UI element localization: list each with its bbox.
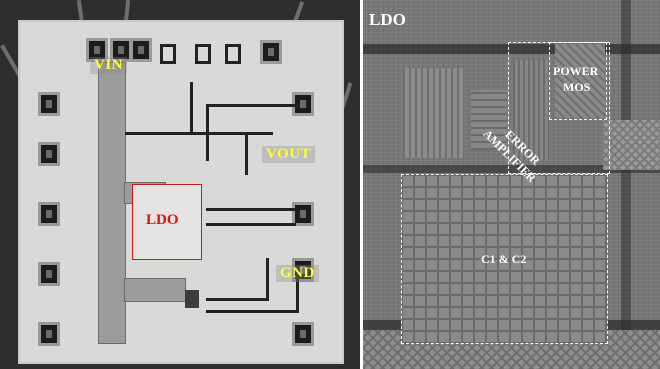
panel-title: LDO bbox=[369, 10, 406, 29]
die-micrograph: LDO POWER MOS ERROR AMPLIFIER C1 & C2 bbox=[363, 0, 660, 369]
ldo-region-box bbox=[132, 184, 202, 260]
caps-label: C1 & C2 bbox=[481, 252, 527, 266]
gnd-label: GND bbox=[276, 265, 319, 282]
metal-trace bbox=[206, 258, 269, 301]
crosshatch-region bbox=[603, 120, 660, 170]
bond-pad bbox=[38, 92, 60, 116]
error-amplifier-circuit bbox=[513, 60, 549, 160]
metal-bus bbox=[98, 62, 126, 344]
bond-pad bbox=[292, 322, 314, 346]
bond-pad bbox=[292, 92, 314, 116]
bond-pad bbox=[86, 38, 108, 62]
caps-box bbox=[401, 174, 608, 344]
metal-trace bbox=[206, 266, 299, 313]
bond-pad bbox=[260, 40, 282, 64]
power-mos-label-line2: MOS bbox=[563, 80, 591, 94]
routing-band bbox=[363, 44, 660, 54]
metal-bus bbox=[124, 278, 186, 302]
ldo-label: LDO bbox=[146, 212, 179, 228]
routing-band bbox=[363, 165, 660, 173]
bond-pad bbox=[38, 202, 60, 226]
bond-pad bbox=[38, 322, 60, 346]
capacitor-array bbox=[401, 174, 607, 344]
metal-trace bbox=[160, 44, 176, 64]
bond-pad bbox=[38, 142, 60, 166]
metal-trace bbox=[195, 44, 211, 64]
vin-label: VIN bbox=[90, 57, 128, 74]
package-photo: LDO VIN VOUT GND bbox=[0, 0, 360, 369]
power-mos-circuit bbox=[555, 44, 605, 118]
metal-trace bbox=[206, 208, 296, 226]
metal-trace bbox=[125, 132, 248, 175]
metal-trace bbox=[225, 44, 241, 64]
logic-block bbox=[403, 68, 463, 158]
bond-pad bbox=[292, 202, 314, 226]
chip-die bbox=[18, 20, 344, 364]
logic-block bbox=[471, 90, 507, 150]
power-mos-box bbox=[549, 42, 607, 120]
vout-label: VOUT bbox=[262, 146, 316, 163]
bond-pad bbox=[130, 38, 152, 62]
via bbox=[185, 290, 199, 308]
bond-pad bbox=[38, 262, 60, 286]
routing-band bbox=[621, 0, 631, 369]
power-mos-label-line1: POWER bbox=[553, 64, 599, 78]
